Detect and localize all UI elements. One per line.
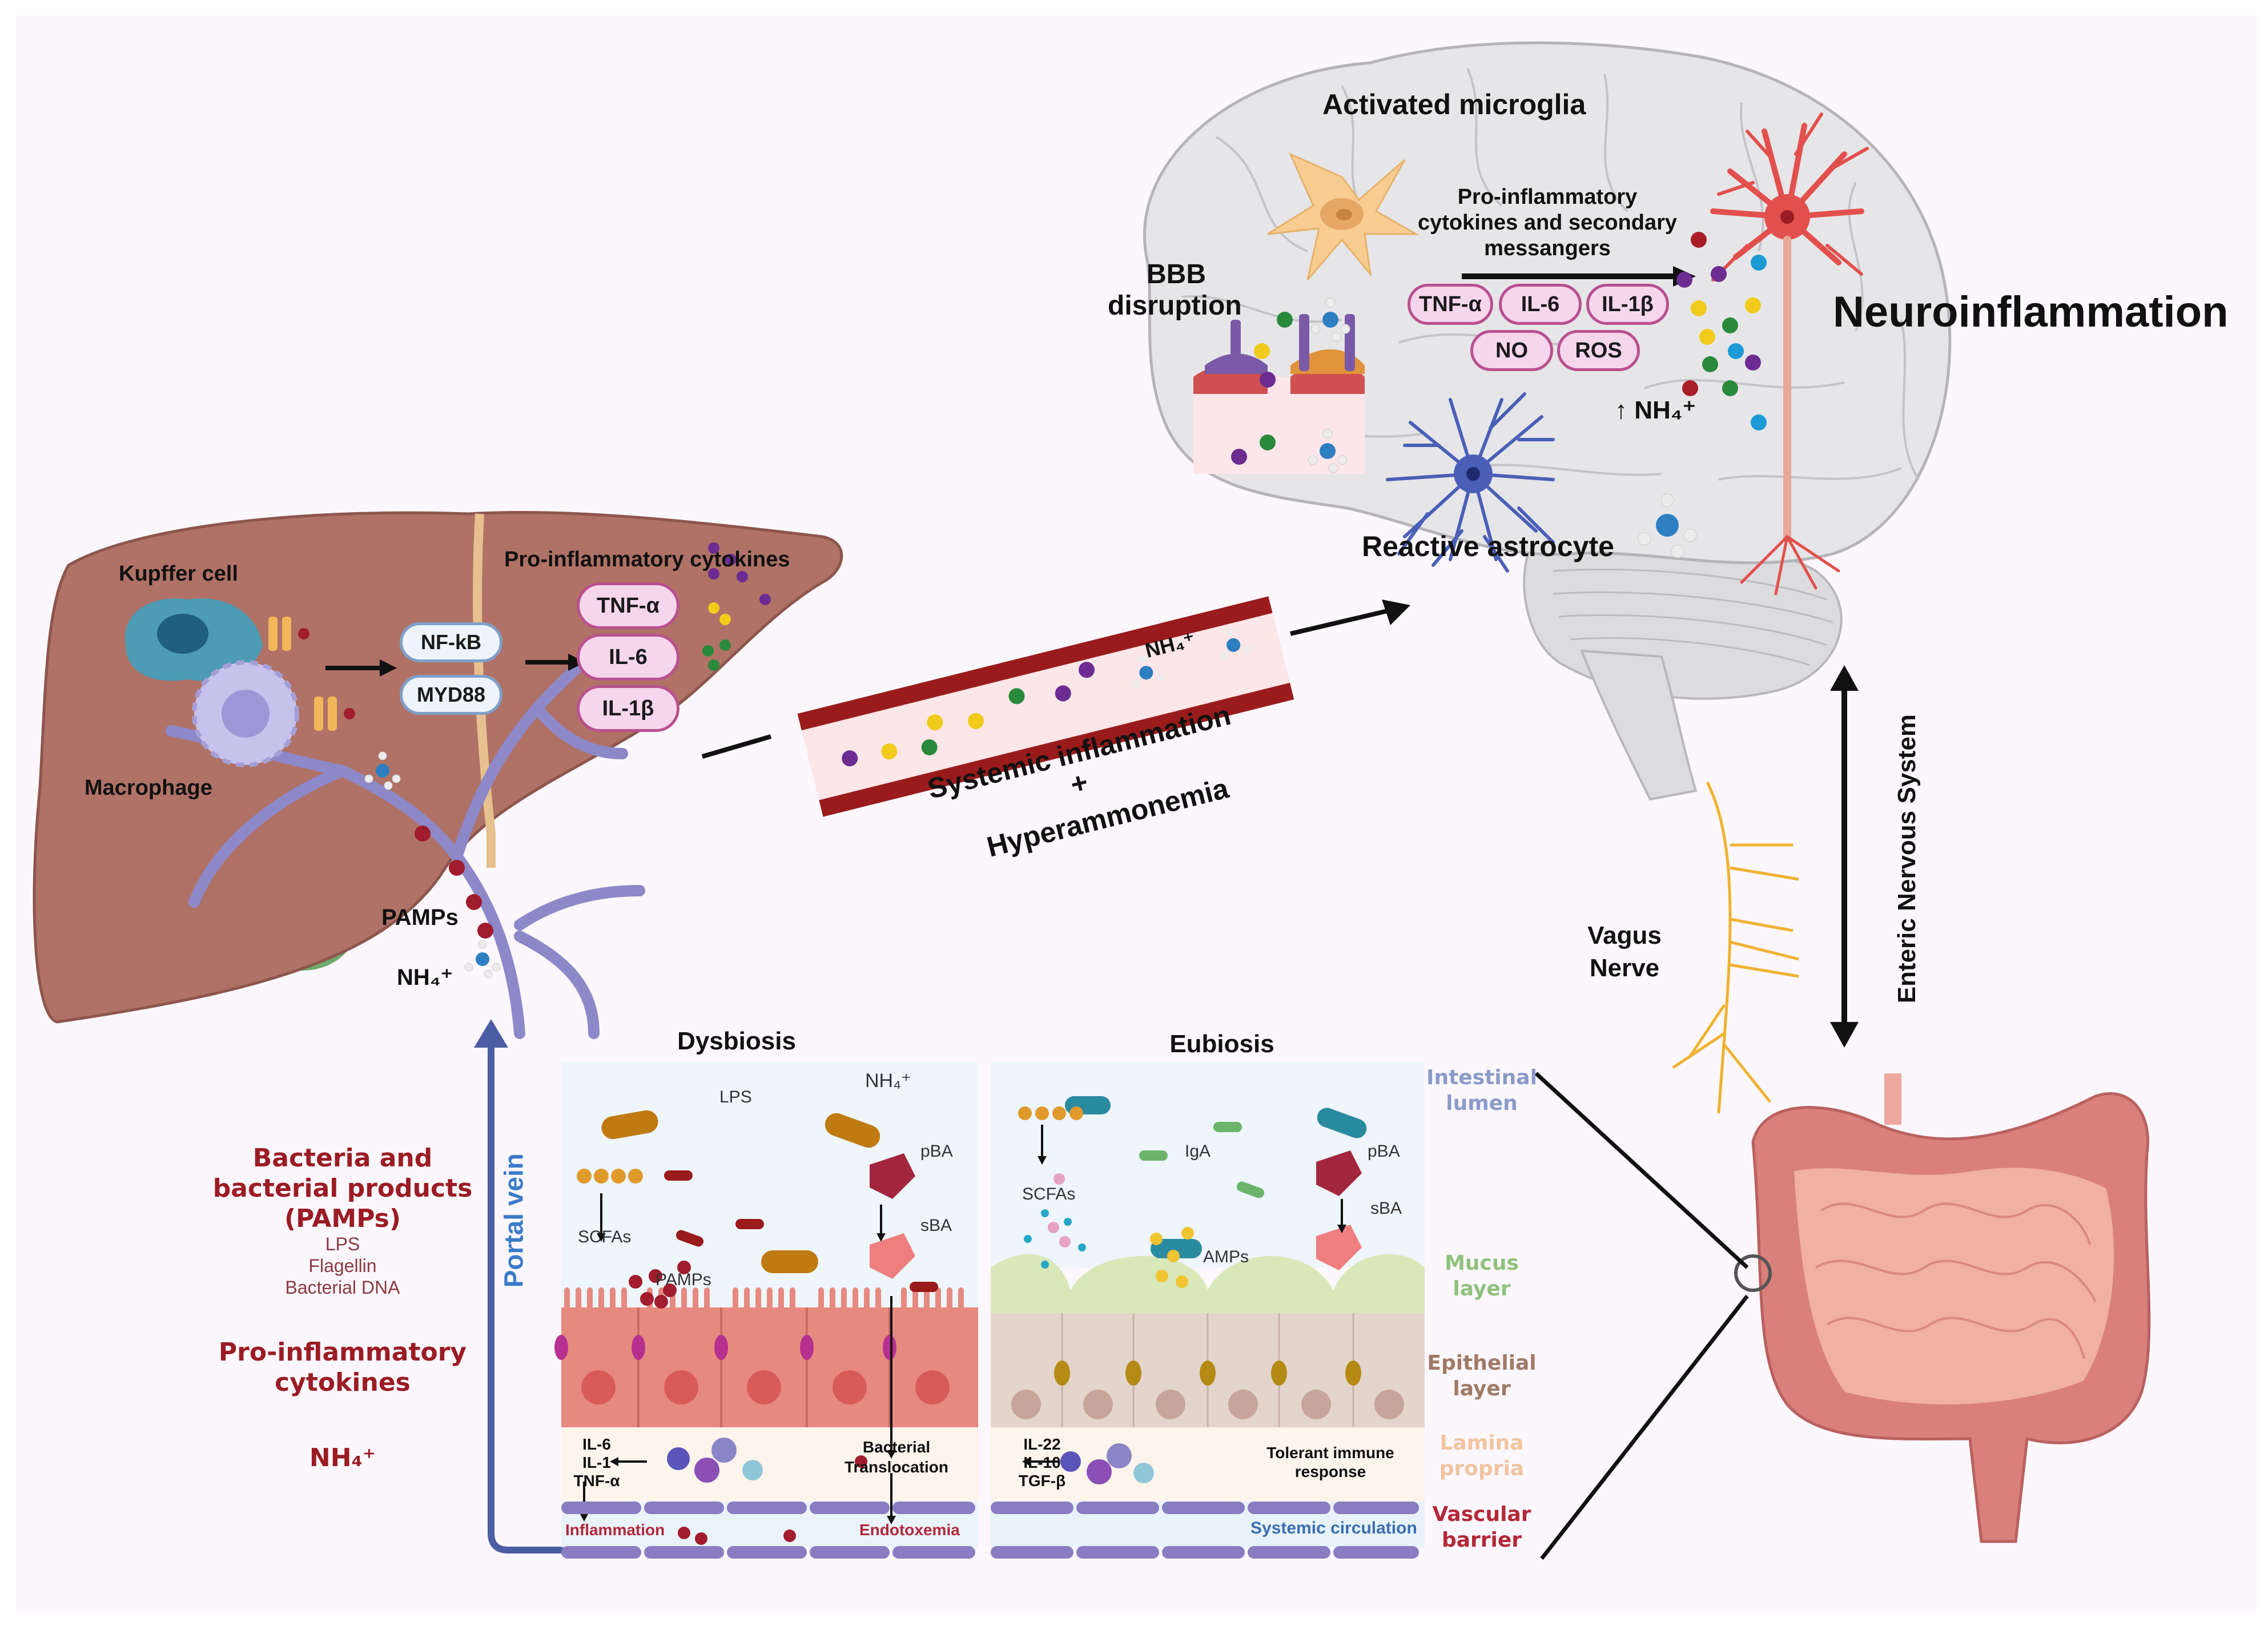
eubiosis-cytokine-il22: IL-22 <box>1023 1435 1061 1453</box>
activated-microglia-label: Activated microglia <box>1322 88 1586 120</box>
layer-line1: Mucus <box>1445 1251 1519 1275</box>
tolerant-response-line2: response <box>1294 1463 1366 1480</box>
liver-pamps-label: PAMPs <box>381 905 459 930</box>
enteric-nervous-system-label: Enteric Nervous System <box>1892 714 1921 1004</box>
dysbiosis-scfas: SCFAs <box>578 1227 632 1246</box>
reactive-astrocyte-label: Reactive astrocyte <box>1362 530 1614 562</box>
bacteria-line2: bacterial products <box>212 1174 473 1203</box>
layer-mucus: Mucus layer <box>1425 1250 1539 1302</box>
vagus-nerve-line2: Nerve <box>1589 954 1660 982</box>
intestine-illustration <box>1734 1073 2151 1543</box>
signal-myd88: MYD88 <box>400 675 502 715</box>
eubiosis-cytokine-tgfb: TGF-β <box>1018 1472 1066 1490</box>
brain-mediator-no: NO <box>1470 330 1553 371</box>
dysbiosis-sba: sBA <box>920 1216 952 1235</box>
portal-vein-arrow <box>474 1019 565 1553</box>
microglia-icon <box>1267 152 1419 280</box>
ammonium-icon <box>364 751 401 790</box>
kupffer-cell-label: Kupffer cell <box>119 562 239 586</box>
cytokine-dots <box>1231 232 1767 465</box>
liver-cytokine-il1b: IL-1β <box>577 685 679 732</box>
layer-epithelial: Epithelial layer <box>1425 1350 1539 1402</box>
brain-mediator-ros: ROS <box>1557 330 1640 371</box>
receptor-icon <box>268 617 309 651</box>
neuroinflammation-title: Neuroinflammation <box>1833 288 2229 336</box>
pamp-item-flagellin: Flagellin <box>308 1255 377 1276</box>
layer-line1: Epithelial <box>1427 1351 1537 1375</box>
eubiosis-scfas: SCFAs <box>1022 1185 1076 1204</box>
kupffer-cell-icon <box>124 598 263 681</box>
arrow-caption-line1: Pro-inflammatory <box>1457 185 1638 209</box>
ammonium-icon <box>1308 429 1348 473</box>
layer-line1: Intestinal <box>1426 1066 1537 1089</box>
endotoxemia-label: Endotoxemia <box>859 1521 960 1539</box>
eubiosis-cytokine-il10: IL-10 <box>1023 1454 1061 1471</box>
signal-nfkb: NF-kB <box>400 622 502 662</box>
dysbiosis-pamps: PAMPs <box>656 1270 711 1289</box>
systemic-circulation-label: Systemic circulation <box>1250 1519 1417 1538</box>
vagus-nerve-line1: Vagus <box>1587 921 1662 949</box>
layer-line2: layer <box>1453 1277 1511 1301</box>
dysbiosis-ammonia: NH₄⁺ <box>865 1070 911 1092</box>
tolerant-response-line1: Tolerant immune <box>1266 1444 1394 1462</box>
bacteria-line3: (PAMPs) <box>284 1204 401 1233</box>
macrophage-label: Macrophage <box>85 776 212 800</box>
left-cytokines-line1: Pro-inflammatory <box>218 1338 467 1367</box>
eubiosis-sba: sBA <box>1370 1199 1402 1218</box>
brain-mediator-il1b: IL-1β <box>1586 284 1669 325</box>
layer-line2: layer <box>1453 1377 1511 1400</box>
liver-cytokines-title: Pro-inflammatory cytokines <box>504 548 790 571</box>
macrophage-icon <box>192 660 299 767</box>
dysbiosis-pba: pBA <box>920 1142 953 1161</box>
eubiosis-amps: AMPs <box>1203 1247 1249 1266</box>
layer-line1: Lamina <box>1439 1431 1524 1455</box>
eubiosis-panel <box>991 1062 1425 1559</box>
bacteria-line1: Bacteria and <box>252 1144 433 1173</box>
zoom-connector-lines <box>1534 1072 1749 1560</box>
layer-intestinal-lumen: Intestinal lumen <box>1425 1065 1539 1116</box>
dysbiosis-cytokine-tnf: TNF-α <box>573 1472 620 1490</box>
neuron-icon <box>1710 112 1869 595</box>
enteric-double-arrow <box>1830 665 1859 1048</box>
ammonium-icon <box>464 940 501 979</box>
bacterial-translocation-line1: Bacterial <box>862 1438 931 1456</box>
layer-line2: lumen <box>1446 1092 1518 1115</box>
dysbiosis-lps: LPS <box>719 1088 752 1106</box>
bbb-label-line2: disruption <box>1108 291 1242 321</box>
brain-mediator-il6: IL-6 <box>1499 284 1582 325</box>
layer-line1: Vascular <box>1432 1503 1531 1526</box>
blood-vessel-illustration <box>701 596 1410 817</box>
left-ammonia: NH₄⁺ <box>309 1443 376 1472</box>
ammonium-icon <box>1638 493 1697 558</box>
arrow-caption-line3: messangers <box>1484 236 1611 260</box>
brain-mediator-tnf: TNF-α <box>1408 284 1493 325</box>
dysbiosis-title: Dysbiosis <box>677 1027 796 1055</box>
dysbiosis-panel <box>554 1062 978 1559</box>
eubiosis-title: Eubiosis <box>1169 1030 1274 1058</box>
brain-ammonia-label: ↑ NH₄⁺ <box>1615 396 1696 424</box>
vagus-nerve-illustration <box>1672 781 1799 1114</box>
eubiosis-pba: pBA <box>1368 1142 1400 1161</box>
inflammation-label: Inflammation <box>565 1521 665 1539</box>
pamp-item-dna: Bacterial DNA <box>285 1277 400 1298</box>
eubiosis-iga: IgA <box>1185 1142 1211 1161</box>
layer-lamina-propria: Lamina propria <box>1425 1430 1539 1482</box>
portal-vein-label: Portal vein <box>498 1153 529 1288</box>
dysbiosis-cytokine-il1: IL-1 <box>582 1454 611 1471</box>
receptor-icon <box>314 697 355 731</box>
layer-line2: propria <box>1439 1457 1525 1480</box>
layer-vascular-barrier: Vascular barrier <box>1425 1502 1539 1553</box>
liver-cytokine-tnf: TNF-α <box>577 582 679 629</box>
arrow-caption-line2: cytokines and secondary <box>1417 211 1678 235</box>
left-cytokines-line2: cytokines <box>275 1368 411 1397</box>
bbb-label-line1: BBB <box>1147 259 1206 289</box>
astrocyte-icon <box>1386 392 1555 573</box>
bacterial-translocation-line2: Translocation <box>844 1458 949 1476</box>
liver-ammonia-label: NH₄⁺ <box>397 965 453 990</box>
layer-line2: barrier <box>1441 1528 1522 1552</box>
dysbiosis-cytokine-il6: IL-6 <box>582 1435 611 1453</box>
liver-cytokine-il6: IL-6 <box>577 634 679 681</box>
pamp-item-lps: LPS <box>325 1234 360 1254</box>
ammonium-icon <box>1310 297 1350 342</box>
